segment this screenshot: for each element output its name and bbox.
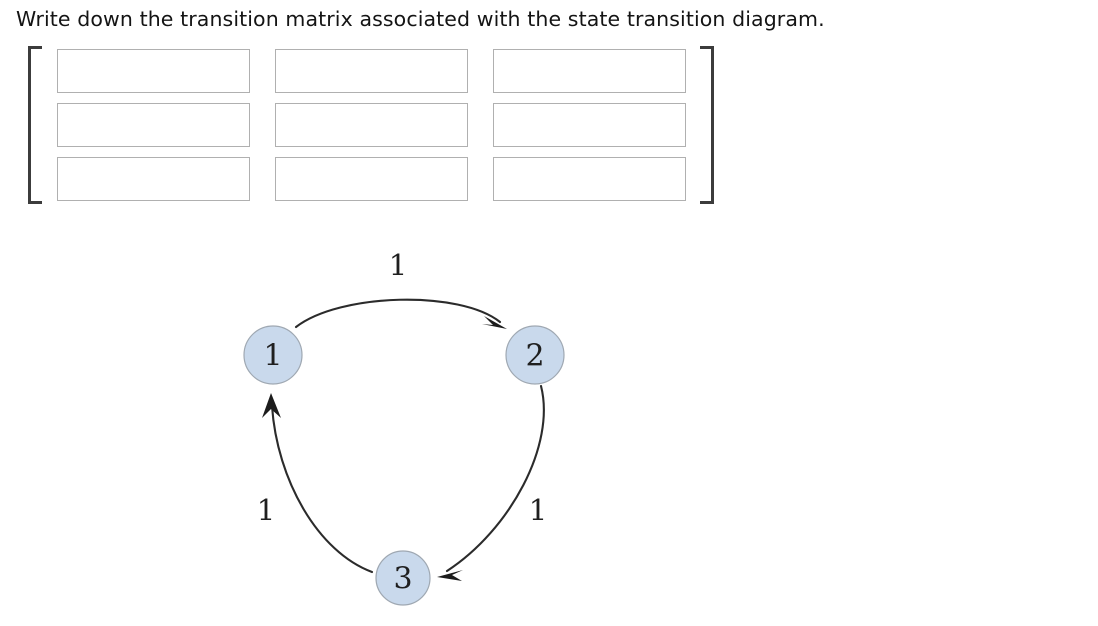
state-node-2-label: 2 bbox=[525, 339, 544, 374]
edge-2-to-3: 1 bbox=[437, 384, 547, 581]
matrix-cell-r3c3[interactable] bbox=[493, 157, 686, 201]
question-prompt: Write down the transition matrix associa… bbox=[16, 7, 825, 31]
matrix-answer-region bbox=[28, 46, 714, 204]
edge-3-to-1-arrowhead bbox=[262, 393, 281, 418]
matrix-cell-r3c2[interactable] bbox=[275, 157, 468, 201]
edge-1-to-2-path bbox=[294, 298, 502, 329]
matrix-cell-r2c2[interactable] bbox=[275, 103, 468, 147]
state-node-1-label: 1 bbox=[263, 339, 282, 374]
matrix-bracket-left bbox=[28, 46, 42, 204]
matrix-cell-r1c1[interactable] bbox=[57, 49, 250, 93]
matrix-input-grid bbox=[57, 49, 686, 201]
state-node-3-label: 3 bbox=[393, 562, 412, 597]
edge-2-to-3-path bbox=[445, 384, 545, 573]
edge-1-to-2-arrowhead bbox=[482, 316, 507, 329]
edge-1-to-2: 1 bbox=[294, 248, 507, 329]
edge-3-to-1-path bbox=[270, 404, 374, 574]
state-node-1[interactable]: 1 bbox=[243, 325, 303, 385]
matrix-bracket-right bbox=[700, 46, 714, 204]
state-diagram-canvas: 1 1 1 1 2 3 bbox=[243, 248, 565, 606]
edge-1-to-2-label: 1 bbox=[389, 248, 407, 282]
edge-2-to-3-label: 1 bbox=[529, 493, 547, 527]
edge-3-to-1: 1 bbox=[257, 393, 374, 574]
state-node-3[interactable]: 3 bbox=[375, 550, 431, 606]
state-node-2-circle[interactable] bbox=[505, 325, 565, 385]
edge-3-to-1-label: 1 bbox=[257, 493, 275, 527]
edge-2-to-3-arrowhead bbox=[437, 570, 463, 581]
matrix-cell-r2c1[interactable] bbox=[57, 103, 250, 147]
matrix-cell-r2c3[interactable] bbox=[493, 103, 686, 147]
state-transition-diagram: 1 1 1 1 2 3 bbox=[0, 230, 700, 626]
state-node-1-circle[interactable] bbox=[243, 325, 303, 385]
matrix-cell-r1c3[interactable] bbox=[493, 49, 686, 93]
state-node-3-circle[interactable] bbox=[375, 550, 431, 606]
state-node-2[interactable]: 2 bbox=[505, 325, 565, 385]
matrix-cell-r1c2[interactable] bbox=[275, 49, 468, 93]
matrix-cell-r3c1[interactable] bbox=[57, 157, 250, 201]
